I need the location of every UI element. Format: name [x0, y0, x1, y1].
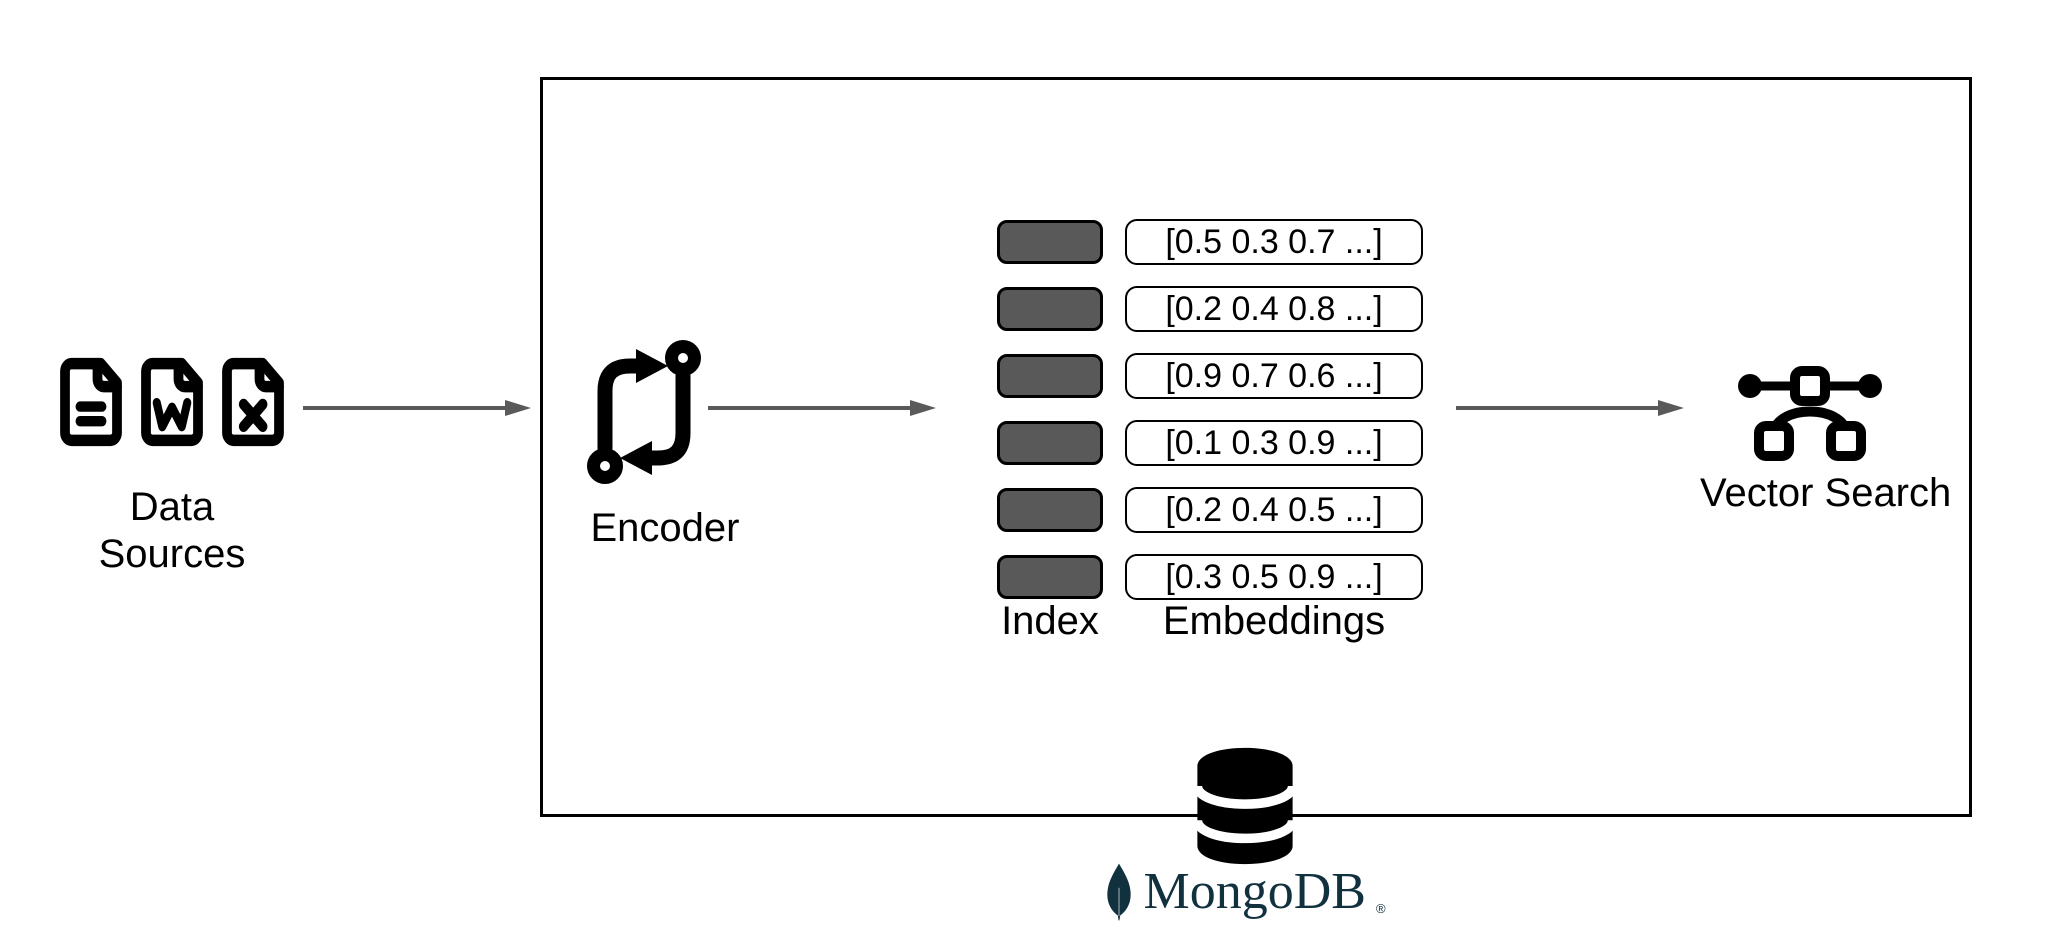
- embedding-value: [0.3 0.5 0.9 ...]: [1165, 557, 1383, 596]
- index-column-label: Index: [1001, 599, 1099, 643]
- file-excel-icon: [222, 357, 284, 447]
- embeddings-column-label: Embeddings: [1162, 599, 1386, 643]
- data-sources-icons: [52, 356, 296, 448]
- index-chip: [997, 287, 1103, 331]
- arrow-embeddings-to-vector-search: [1456, 400, 1684, 416]
- index-chip: [997, 354, 1103, 398]
- vector-search-label: Vector Search: [1700, 471, 1952, 515]
- registered-trademark-symbol: ®: [1375, 901, 1386, 916]
- index-chip: [997, 220, 1103, 264]
- data-sources-label-line1: Data: [129, 485, 215, 529]
- arrow-data-to-encoder: [303, 400, 531, 416]
- embedding-box: [0.9 0.7 0.6 ...]: [1125, 353, 1423, 399]
- embedding-value: [0.9 0.7 0.6 ...]: [1165, 356, 1383, 395]
- git-compare-icon: [587, 340, 701, 484]
- index-chip: [997, 555, 1103, 599]
- data-sources-label-line2: Sources: [98, 532, 246, 576]
- table-row: [0.5 0.3 0.7 ...]: [997, 219, 1423, 265]
- index-chip: [997, 488, 1103, 532]
- embedding-box: [0.2 0.4 0.5 ...]: [1125, 487, 1423, 533]
- data-sources-label: Data Sources: [40, 484, 304, 578]
- encoder-label: Encoder: [590, 506, 740, 550]
- index-embeddings-table: [0.5 0.3 0.7 ...] [0.2 0.4 0.8 ...] [0.9…: [997, 219, 1423, 621]
- embedding-box: [0.2 0.4 0.8 ...]: [1125, 286, 1423, 332]
- mongodb-logo: MongoDB ®: [1090, 858, 1400, 926]
- embedding-value: [0.2 0.4 0.8 ...]: [1165, 289, 1383, 328]
- index-chip: [997, 421, 1103, 465]
- table-row: [0.3 0.5 0.9 ...]: [997, 554, 1423, 600]
- database-cylinder-icon: [1192, 747, 1298, 865]
- mongodb-wordmark: MongoDB: [1143, 863, 1366, 920]
- table-row: [0.2 0.4 0.5 ...]: [997, 487, 1423, 533]
- bezier-curve-icon: [1738, 366, 1882, 461]
- mongodb-leaf-icon: [1107, 863, 1132, 921]
- embedding-box: [0.1 0.3 0.9 ...]: [1125, 420, 1423, 466]
- embedding-box: [0.5 0.3 0.7 ...]: [1125, 219, 1423, 265]
- table-row: [0.2 0.4 0.8 ...]: [997, 286, 1423, 332]
- table-row: [0.9 0.7 0.6 ...]: [997, 353, 1423, 399]
- embedding-value: [0.2 0.4 0.5 ...]: [1165, 490, 1383, 529]
- file-lines-icon: [60, 357, 122, 447]
- arrow-encoder-to-index: [708, 400, 936, 416]
- embedding-value: [0.5 0.3 0.7 ...]: [1165, 222, 1383, 261]
- table-row: [0.1 0.3 0.9 ...]: [997, 420, 1423, 466]
- embedding-value: [0.1 0.3 0.9 ...]: [1165, 423, 1383, 462]
- embedding-box: [0.3 0.5 0.9 ...]: [1125, 554, 1423, 600]
- file-word-icon: [141, 357, 203, 447]
